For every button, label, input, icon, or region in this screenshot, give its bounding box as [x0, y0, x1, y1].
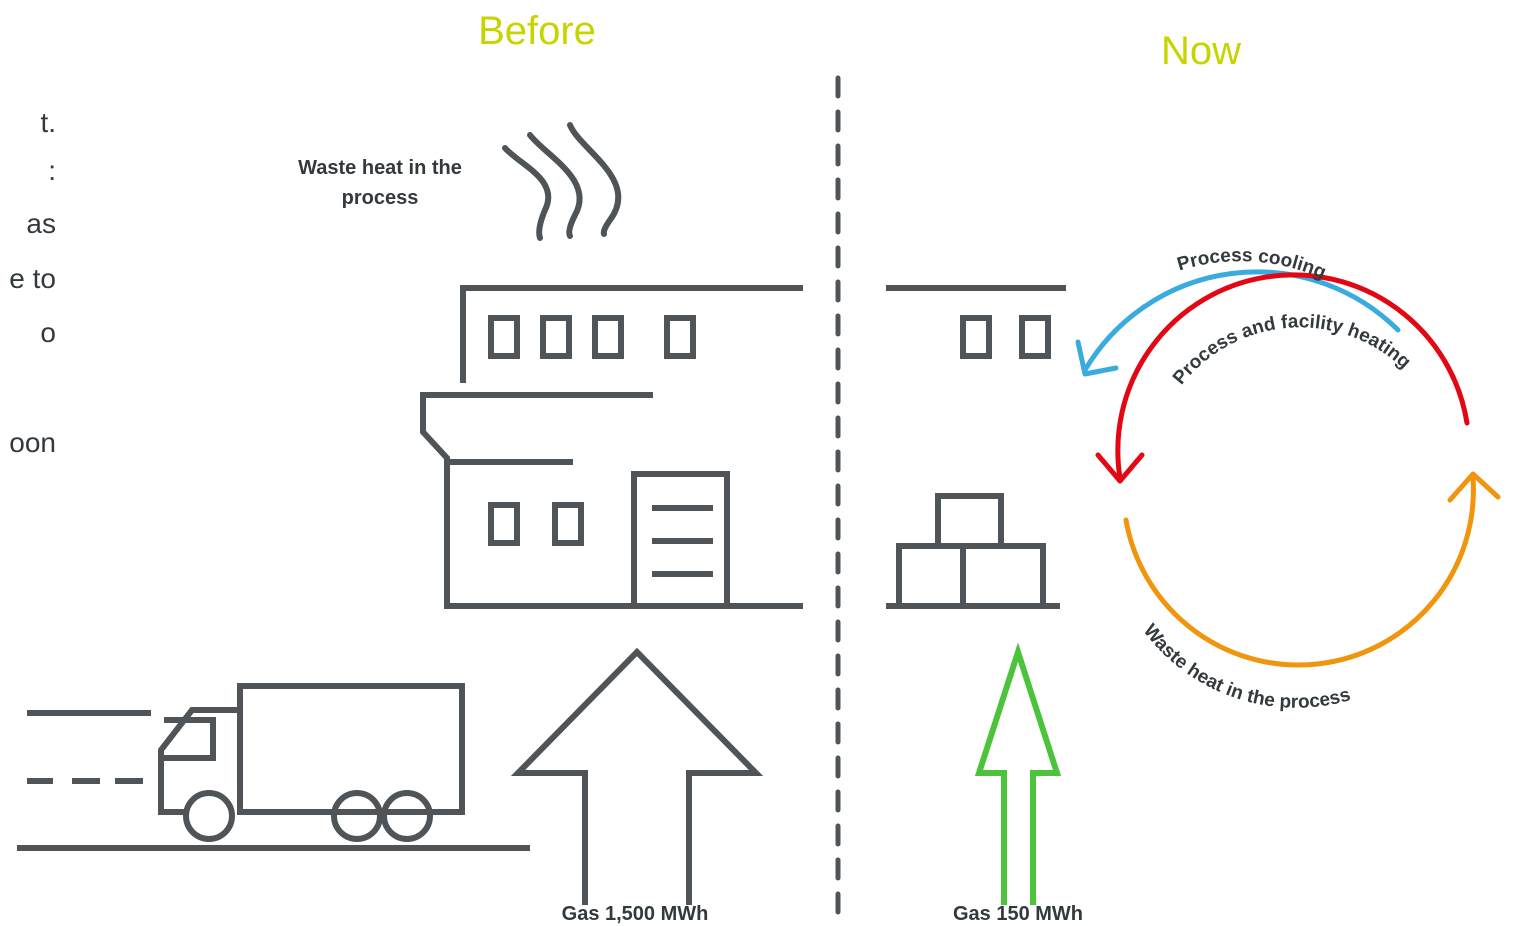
clipped-text-line: oon [9, 427, 56, 458]
waste-heat-label: Waste heat in the [298, 157, 462, 179]
heating-label: Process and facility heating [1169, 311, 1415, 388]
heating-arrowhead-icon [1095, 452, 1145, 484]
waste-heat-label-line2: process [342, 187, 419, 209]
gas-now-arrow-icon [974, 642, 1062, 905]
steam-icon [502, 122, 622, 241]
truck-icon [17, 683, 530, 851]
energy-cycle-diagram: Process cooling Process and facility hea… [1075, 245, 1501, 713]
clipped-text-line: t. [40, 107, 56, 138]
now-heading: Now [1161, 29, 1241, 73]
factory-now-icon [886, 285, 1066, 609]
clipped-text-line: as [26, 208, 56, 239]
waste-heat-arrowhead-icon [1447, 471, 1501, 503]
waste-heat-arc [1123, 475, 1476, 668]
process-cooling-arc [1082, 269, 1401, 373]
clipped-text-line: o [40, 317, 56, 348]
factory-before-icon [420, 285, 803, 609]
gas-now-label: Gas 150 MWh [953, 903, 1083, 925]
before-heading: Before [478, 9, 596, 53]
gas-before-arrow-icon [510, 647, 764, 905]
clipped-text-line: : [48, 155, 56, 186]
waste-heat-cycle-label: Waste heat in the process [1139, 620, 1353, 712]
gas-before-label: Gas 1,500 MWh [562, 903, 709, 925]
process-cooling-arrowhead-icon [1075, 339, 1119, 377]
clipped-text-line: e to [9, 263, 56, 294]
clipped-body-text: t. : as e to o oon [9, 107, 56, 458]
heating-arc [1115, 272, 1470, 481]
